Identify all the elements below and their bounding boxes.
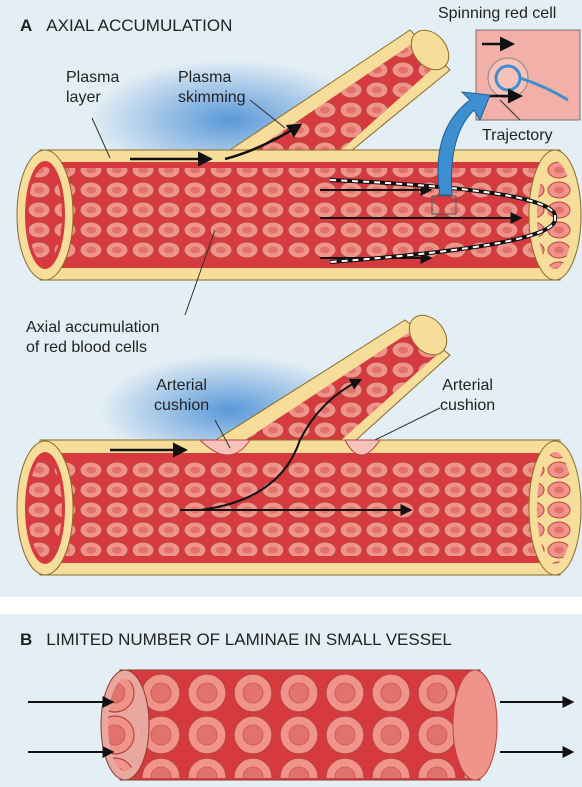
label-plasma-layer-line2: layer — [66, 88, 119, 108]
panel-a-title: A AXIAL ACCUMULATION — [20, 16, 232, 36]
panel-b-title-text: LIMITED NUMBER OF LAMINAE IN SMALL VESSE… — [46, 630, 452, 649]
label-plasma-layer-line1: Plasma — [66, 68, 119, 88]
label-axial-accumulation-line1: Axial accumulation — [26, 318, 159, 338]
label-spinning-red-cell: Spinning red cell — [438, 4, 556, 24]
vessel-b — [28, 670, 572, 780]
panel-b-letter: B — [20, 630, 32, 649]
label-plasma-skimming-line1: Plasma — [178, 68, 246, 88]
label-arterial-cushion-left-line1: Arterial — [154, 376, 209, 396]
label-trajectory: Trajectory — [482, 126, 553, 146]
panel-a-title-text: AXIAL ACCUMULATION — [46, 16, 232, 35]
label-plasma-skimming: Plasma skimming — [178, 68, 246, 108]
label-axial-accumulation-line2: of red blood cells — [26, 338, 159, 358]
label-axial-accumulation: Axial accumulation of red blood cells — [26, 318, 159, 358]
label-arterial-cushion-right-line2: cushion — [440, 396, 495, 416]
label-plasma-layer: Plasma layer — [66, 68, 119, 108]
label-arterial-cushion-left-line2: cushion — [154, 396, 209, 416]
panel-b-title: B LIMITED NUMBER OF LAMINAE IN SMALL VESS… — [20, 630, 452, 650]
label-arterial-cushion-right: Arterial cushion — [440, 376, 495, 416]
label-arterial-cushion-right-line1: Arterial — [440, 376, 495, 396]
label-plasma-skimming-line2: skimming — [178, 88, 246, 108]
label-arterial-cushion-left: Arterial cushion — [154, 376, 209, 416]
panel-a-letter: A — [20, 16, 32, 35]
